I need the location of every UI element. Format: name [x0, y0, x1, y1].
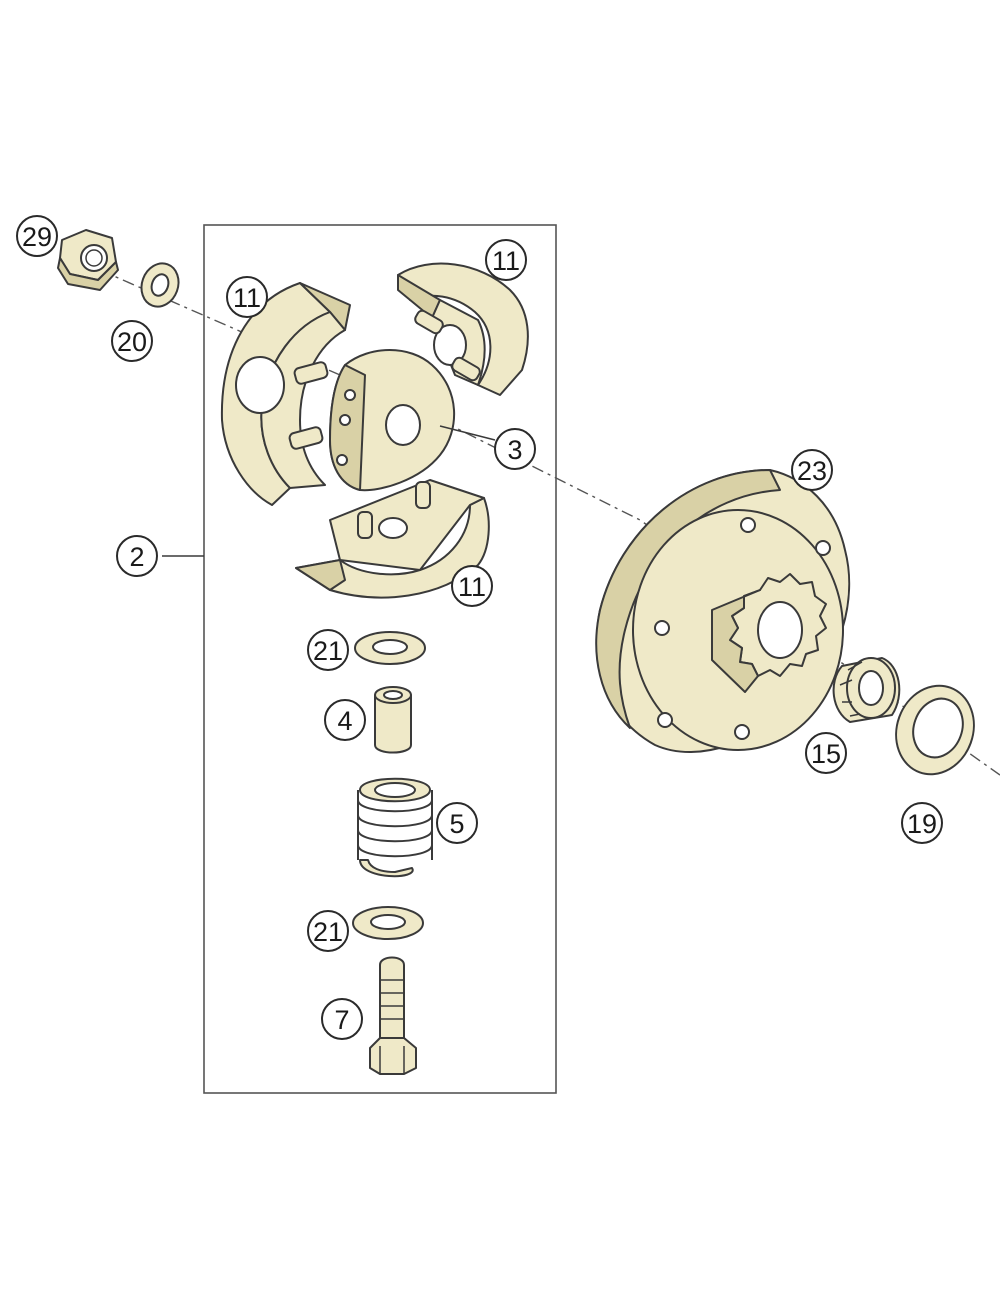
- callout-11-bottom: 11: [451, 565, 493, 607]
- svg-text:3: 3: [507, 435, 522, 465]
- svg-text:7: 7: [334, 1005, 349, 1035]
- needle-bearing-15[interactable]: [832, 657, 901, 723]
- svg-text:19: 19: [907, 809, 937, 839]
- svg-text:5: 5: [449, 809, 464, 839]
- callout-4: 4: [324, 699, 366, 741]
- svg-text:21: 21: [313, 917, 343, 947]
- assembly-group-box: [203, 224, 557, 1094]
- washer-21-lower[interactable]: [352, 906, 424, 940]
- clutch-shoe-top-11[interactable]: [397, 262, 529, 396]
- callout-7: 7: [321, 998, 363, 1040]
- svg-text:29: 29: [22, 222, 52, 252]
- washer-20[interactable]: [136, 258, 185, 312]
- callout-29: 29: [16, 215, 58, 257]
- clutch-carrier-3[interactable]: [329, 349, 456, 492]
- svg-text:23: 23: [797, 456, 827, 486]
- callout-5: 5: [436, 802, 478, 844]
- svg-text:21: 21: [313, 636, 343, 666]
- spacer-sleeve-4[interactable]: [374, 686, 412, 754]
- bolt-7[interactable]: [369, 956, 417, 1075]
- callout-20: 20: [111, 320, 153, 362]
- callout-21-lower: 21: [307, 910, 349, 952]
- clutch-drum-23[interactable]: [595, 469, 851, 753]
- callout-21-upper: 21: [307, 629, 349, 671]
- svg-text:2: 2: [129, 542, 144, 572]
- callout-11-top: 11: [485, 239, 527, 281]
- callout-19: 19: [901, 802, 943, 844]
- callout-2: 2: [116, 535, 158, 577]
- clutch-shoe-left-11[interactable]: [220, 282, 351, 506]
- svg-text:11: 11: [233, 283, 261, 313]
- flange-nut-29[interactable]: [57, 229, 119, 291]
- svg-text:4: 4: [337, 706, 352, 736]
- svg-text:20: 20: [117, 327, 147, 357]
- svg-text:15: 15: [811, 739, 841, 769]
- clutch-shoe-bottom-11[interactable]: [295, 479, 490, 599]
- callout-3: 3: [494, 428, 536, 470]
- callout-15: 15: [805, 732, 847, 774]
- svg-text:11: 11: [492, 246, 520, 276]
- washer-19[interactable]: [884, 675, 986, 786]
- leader-3: [439, 425, 496, 441]
- washer-21-upper[interactable]: [354, 631, 426, 665]
- callout-23: 23: [791, 449, 833, 491]
- svg-text:11: 11: [458, 572, 486, 602]
- callout-11-left: 11: [226, 276, 268, 318]
- spring-5[interactable]: [357, 777, 433, 878]
